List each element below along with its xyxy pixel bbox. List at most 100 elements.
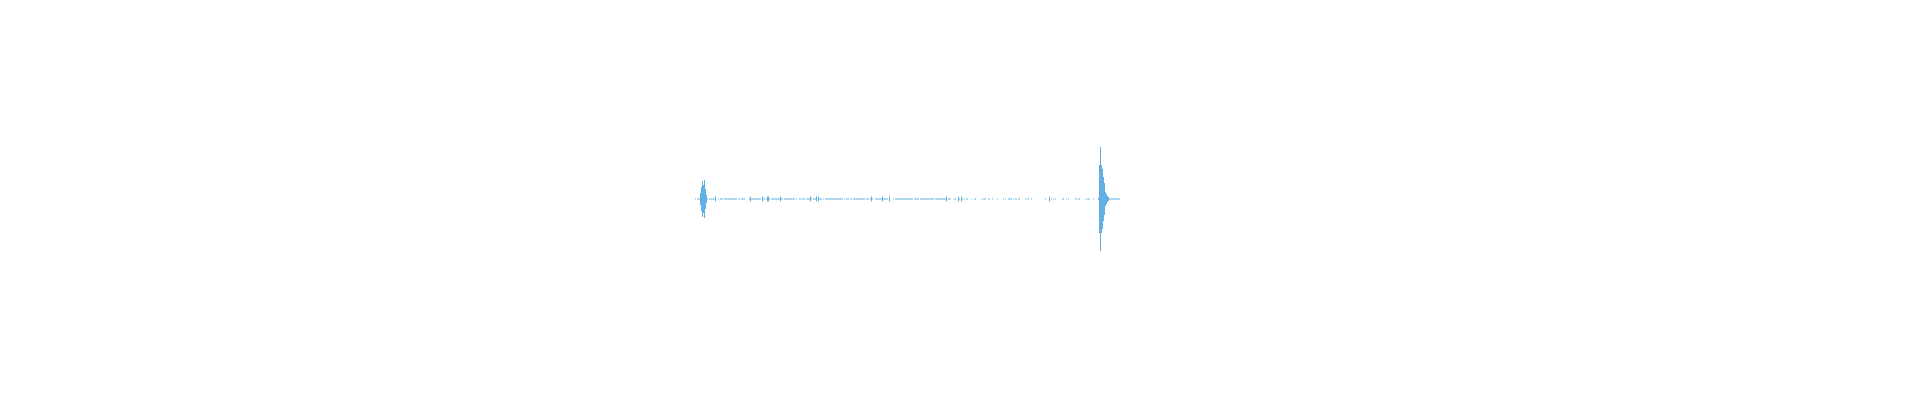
waveform-bar	[764, 198, 765, 200]
waveform-bar	[806, 198, 807, 200]
waveform-bar	[1110, 198, 1111, 200]
waveform-bar	[938, 198, 939, 200]
waveform-bar	[958, 196, 959, 202]
waveform-bar	[769, 198, 770, 200]
waveform-bar	[1088, 198, 1089, 200]
waveform-bar	[962, 198, 963, 200]
waveform-bar	[710, 198, 711, 200]
waveform-bar	[1106, 194, 1107, 204]
waveform-bar	[697, 198, 698, 200]
waveform-bar	[786, 198, 787, 200]
waveform-bar	[804, 198, 805, 200]
waveform-bar	[1099, 165, 1100, 233]
waveform-bar	[954, 198, 955, 200]
waveform-bar	[1005, 198, 1006, 200]
waveform-bar	[985, 198, 986, 200]
waveform-bar	[898, 198, 899, 200]
waveform-bar	[809, 198, 810, 200]
waveform-bar	[889, 196, 890, 202]
waveform-bar	[727, 198, 728, 200]
waveform-bar	[1062, 198, 1063, 200]
waveform-bar	[695, 198, 696, 200]
waveform-bar	[1103, 177, 1104, 221]
waveform-bar	[855, 198, 856, 200]
waveform-bar	[918, 198, 919, 200]
waveform-bar	[700, 193, 701, 205]
waveform-bar	[920, 198, 921, 200]
waveform-bar	[877, 198, 878, 200]
waveform-bar	[830, 198, 831, 200]
waveform-bar	[728, 198, 729, 200]
waveform-bar	[834, 198, 835, 200]
waveform-bar	[709, 198, 710, 200]
waveform-bar	[731, 198, 732, 200]
waveform-bar	[860, 198, 861, 200]
waveform-bar	[743, 198, 744, 200]
waveform-bar	[949, 198, 950, 200]
waveform-bar	[931, 198, 932, 200]
waveform-bar	[926, 198, 927, 200]
waveform-bar	[1079, 198, 1080, 200]
waveform-bar	[807, 198, 808, 200]
waveform-bar	[813, 198, 814, 200]
waveform-bar	[911, 198, 912, 200]
waveform-bar	[1115, 198, 1116, 200]
waveform-bar	[741, 198, 742, 200]
waveform-bar	[1068, 198, 1069, 200]
waveform-bar	[1076, 198, 1077, 200]
waveform-bar	[856, 198, 857, 200]
waveform-bar	[943, 198, 944, 200]
waveform-bar	[906, 198, 907, 200]
waveform-bar	[901, 198, 902, 200]
waveform-bar	[961, 196, 962, 202]
waveform-bar	[711, 198, 712, 200]
waveform-bar	[866, 198, 867, 200]
waveform-bar	[724, 198, 725, 200]
waveform-bar	[936, 198, 937, 200]
waveform-bar	[858, 198, 859, 200]
waveform-bar	[904, 198, 905, 200]
waveform-bar	[929, 198, 930, 200]
waveform-bar	[776, 198, 777, 200]
waveform-bar	[782, 198, 783, 200]
waveform-bar	[1045, 198, 1046, 200]
waveform-bar	[713, 198, 714, 200]
waveform-bar	[984, 198, 985, 200]
waveform-bar	[704, 180, 705, 218]
waveform-bar	[966, 198, 967, 200]
waveform-bar	[903, 198, 904, 200]
waveform-bar	[885, 198, 886, 200]
waveform-bar	[833, 198, 834, 200]
waveform-bar	[955, 198, 956, 200]
waveform-bar	[967, 198, 968, 200]
waveform-bar	[1107, 196, 1108, 202]
waveform-bar	[850, 198, 851, 200]
waveform-bar	[837, 198, 838, 200]
waveform-bar	[775, 198, 776, 200]
waveform-bar	[1093, 198, 1094, 200]
waveform-bar	[816, 196, 817, 202]
waveform-bar	[922, 198, 923, 200]
waveform-bar	[712, 198, 713, 200]
waveform-bar	[1101, 165, 1102, 233]
waveform-bar	[886, 198, 887, 200]
waveform-bar	[992, 198, 993, 200]
waveform-bar	[739, 198, 740, 200]
waveform-bar	[896, 198, 897, 200]
waveform-bar	[726, 198, 727, 200]
waveform-bar	[940, 198, 941, 200]
waveform-bar	[756, 198, 757, 200]
waveform-bar	[829, 198, 830, 200]
waveform-bars	[695, 147, 1120, 251]
waveform-bar	[935, 198, 936, 200]
waveform-bar	[863, 198, 864, 200]
waveform-bar	[811, 198, 812, 200]
waveform-bar	[1114, 198, 1115, 200]
waveform-bar	[763, 198, 764, 200]
waveform-bar	[794, 198, 795, 200]
waveform-bar	[844, 198, 845, 200]
waveform-bar	[899, 198, 900, 200]
waveform-bar	[784, 198, 785, 200]
waveform-bar	[750, 196, 751, 202]
